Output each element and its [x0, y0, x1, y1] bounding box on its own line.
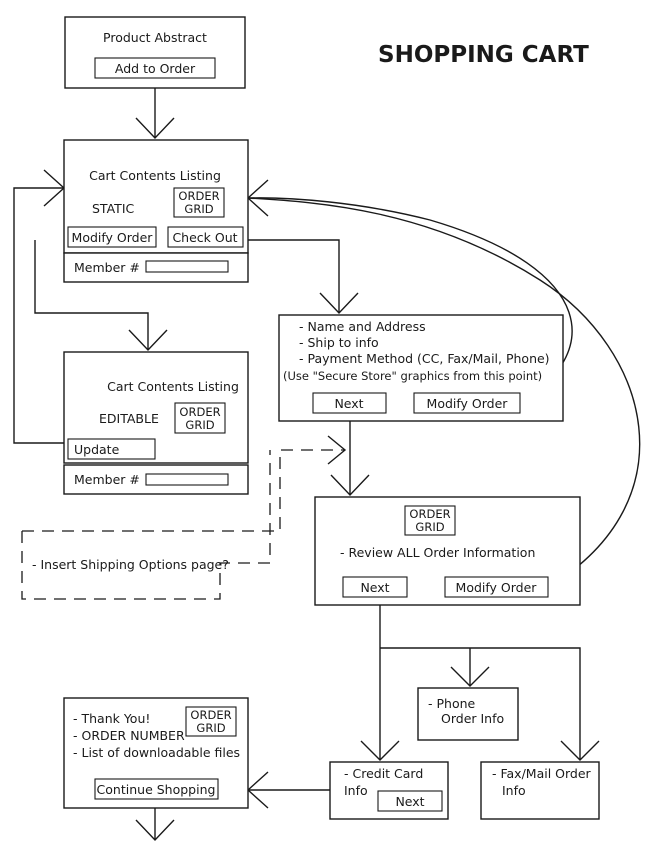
- next-button[interactable]: Next: [377, 790, 443, 812]
- checkout-line-payment: - Payment Method (CC, Fax/Mail, Phone): [299, 351, 550, 366]
- arrowhead-into-fax-mail: [560, 740, 600, 761]
- cart-static-mode: STATIC: [92, 201, 135, 216]
- review-all-label: - Review ALL Order Information: [340, 545, 535, 560]
- next-label: Next: [395, 794, 424, 809]
- order-grid-line1: ORDER: [178, 189, 219, 203]
- check-out-label: Check Out: [172, 230, 237, 245]
- order-grid-line2: GRID: [196, 721, 225, 735]
- edge-modify-to-editable: [34, 240, 149, 350]
- arrowhead-continue-out: [135, 819, 175, 842]
- member-static-box: Member #: [63, 252, 249, 283]
- arrowhead-into-credit: [360, 740, 400, 761]
- order-grid-line1: ORDER: [179, 405, 220, 419]
- product-abstract-label: Product Abstract: [103, 30, 207, 45]
- thank-you-line1: - Thank You!: [73, 711, 150, 726]
- checkout-line-name-address: - Name and Address: [299, 319, 426, 334]
- check-out-button[interactable]: Check Out: [167, 226, 244, 248]
- shipping-options-label: - Insert Shipping Options page?: [32, 557, 229, 572]
- order-grid-line2: GRID: [185, 418, 214, 432]
- modify-order-button[interactable]: Modify Order: [413, 392, 521, 414]
- order-grid-line2: GRID: [415, 520, 444, 534]
- order-grid: ORDER GRID: [174, 402, 226, 434]
- checkout-line-ship-to: - Ship to info: [299, 335, 379, 350]
- order-grid: ORDER GRID: [185, 706, 237, 737]
- fax-mail-line1: - Fax/Mail Order: [492, 766, 592, 781]
- order-grid: ORDER GRID: [404, 505, 456, 536]
- checkout-info-box: - Name and Address - Ship to info - Paym…: [278, 314, 564, 422]
- edge-update-to-static: [13, 187, 66, 444]
- member-number-field[interactable]: [145, 473, 229, 486]
- arrowhead-into-checkout-info: [319, 292, 359, 315]
- update-label: Update: [74, 442, 120, 457]
- next-label: Next: [360, 580, 389, 595]
- member-number-field[interactable]: [145, 260, 229, 273]
- next-label: Next: [334, 396, 363, 411]
- fax-mail-box: - Fax/Mail Order Info: [480, 761, 600, 820]
- modify-order-label: Modify Order: [456, 580, 538, 595]
- modify-order-label: Modify Order: [427, 396, 509, 411]
- thank-you-line3: - List of downloadable files: [73, 745, 240, 760]
- modify-order-button[interactable]: Modify Order: [444, 576, 549, 598]
- thank-you-line2: - ORDER NUMBER: [73, 728, 185, 743]
- edge-shipping-dashed-bottom: [21, 450, 271, 600]
- next-button[interactable]: Next: [312, 392, 387, 414]
- arrowhead-dashed-into-next: [327, 435, 347, 465]
- order-grid: ORDER GRID: [173, 187, 225, 218]
- order-grid-line1: ORDER: [190, 708, 231, 722]
- arrowhead-into-phone: [450, 666, 490, 687]
- review-box: ORDER GRID - Review ALL Order Informatio…: [314, 496, 581, 606]
- edge-review-modify-back: [247, 197, 641, 587]
- edge-checkout-modify-back: [247, 197, 573, 403]
- continue-shopping-label: Continue Shopping: [97, 782, 216, 797]
- arrowhead-into-review: [330, 474, 370, 497]
- cart-static-box: Cart Contents Listing STATIC ORDER GRID …: [63, 139, 249, 254]
- diagram-title: SHOPPING CART: [378, 42, 589, 68]
- member-number-label: Member #: [74, 260, 140, 275]
- cart-editable-mode: EDITABLE: [99, 411, 159, 426]
- cart-editable-box: Cart Contents Listing EDITABLE ORDER GRI…: [63, 351, 249, 464]
- order-grid-line2: GRID: [184, 202, 213, 216]
- edge-checkout-to-info: [243, 239, 340, 313]
- edge-review-branch: [380, 647, 581, 760]
- credit-card-line1: - Credit Card: [344, 766, 423, 781]
- member-editable-box: Member #: [63, 464, 249, 495]
- update-button[interactable]: Update: [67, 438, 156, 460]
- add-to-order-label: Add to Order: [115, 61, 196, 76]
- thank-you-box: - Thank You! - ORDER NUMBER - List of do…: [63, 697, 249, 809]
- phone-line2: Order Info: [441, 711, 504, 726]
- credit-card-box: - Credit Card Info Next: [329, 761, 449, 820]
- edge-shipping-dashed-top: [22, 449, 345, 532]
- arrowhead-into-cart-static: [135, 117, 175, 140]
- cart-static-heading: Cart Contents Listing: [89, 168, 221, 183]
- credit-card-line2: Info: [344, 783, 368, 798]
- fax-mail-line2: Info: [502, 783, 526, 798]
- order-grid-line1: ORDER: [409, 507, 450, 521]
- phone-line1: - Phone: [428, 696, 476, 711]
- checkout-secure-note: (Use "Secure Store" graphics from this p…: [283, 369, 542, 383]
- add-to-order-button[interactable]: Add to Order: [94, 57, 216, 79]
- phone-order-box: - Phone Order Info: [417, 687, 519, 741]
- arrowhead-into-editable-cart: [128, 329, 168, 352]
- continue-shopping-button[interactable]: Continue Shopping: [94, 778, 219, 800]
- next-button[interactable]: Next: [342, 576, 408, 598]
- product-abstract-box: Product Abstract Add to Order: [64, 16, 246, 89]
- member-number-label: Member #: [74, 472, 140, 487]
- modify-order-label: Modify Order: [72, 230, 154, 245]
- modify-order-button[interactable]: Modify Order: [67, 226, 157, 248]
- cart-editable-heading: Cart Contents Listing: [107, 379, 239, 394]
